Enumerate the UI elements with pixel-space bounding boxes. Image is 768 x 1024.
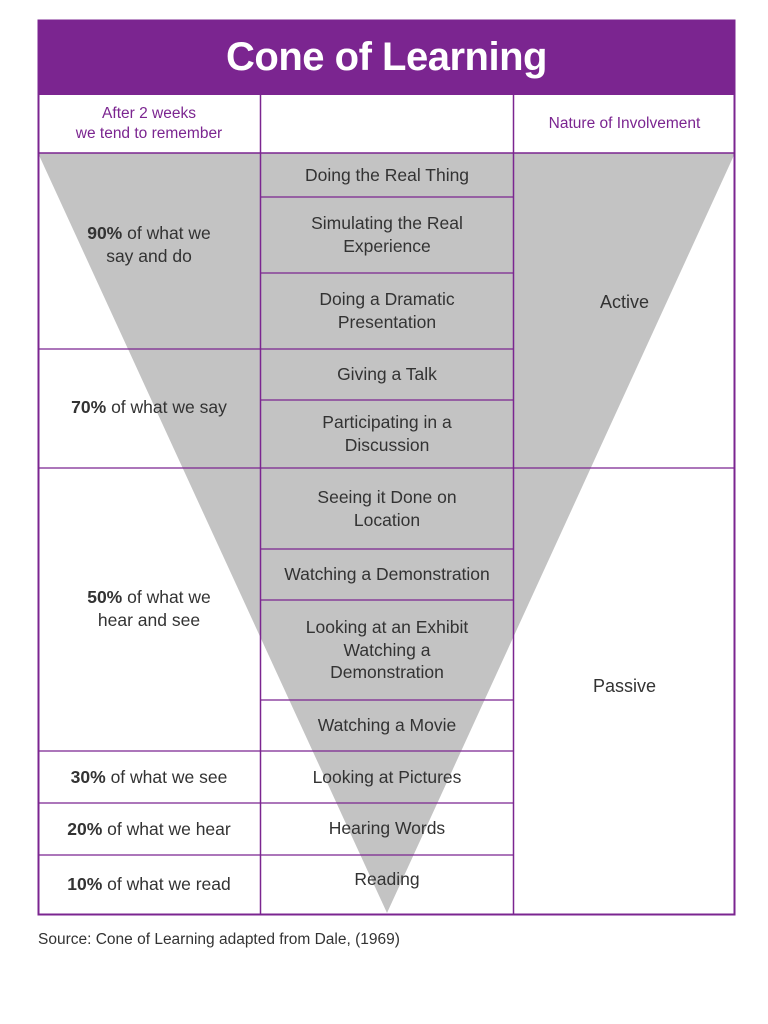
activity-2: Doing a Dramatic Presentation: [261, 273, 513, 349]
activity-10-line: Hearing Words: [328, 817, 446, 838]
activity-11-line: Reading: [354, 868, 420, 889]
activity-7-line: Demonstration: [330, 662, 444, 683]
activity-5: Seeing it Done on Location: [261, 468, 513, 549]
page-title: Cone of Learning: [38, 20, 735, 95]
retention-10-percent: 10%: [67, 874, 103, 895]
activity-0-line: Doing the Real Thing: [304, 164, 470, 185]
header-retention-line1: After 2 weeks: [102, 104, 196, 122]
activity-3: Giving a Talk: [261, 349, 513, 400]
activity-7-line: Looking at an Exhibit: [305, 616, 469, 637]
activity-5-line: Seeing it Done on: [317, 486, 457, 507]
activity-1-line: Simulating the Real: [311, 213, 463, 234]
retention-10: 10% of what we read: [38, 855, 260, 914]
retention-30-percent: 30%: [70, 766, 106, 787]
involvement-passive: Passive: [592, 675, 657, 696]
activity-9-line: Looking at Pictures: [312, 766, 462, 787]
involvement-active: Active: [599, 292, 650, 313]
retention-50: 50% of what we hear and see: [38, 468, 260, 751]
activity-8-line: Watching a Movie: [317, 715, 457, 736]
activity-3-line: Giving a Talk: [337, 364, 437, 385]
retention-50-percent: 50%: [87, 586, 123, 607]
activity-0: Doing the Real Thing: [261, 153, 513, 197]
activity-2-line: Presentation: [337, 312, 437, 332]
retention-70-text: of what we say: [106, 397, 227, 418]
retention-90-text: of what we: [122, 223, 211, 244]
retention-30-text: of what we see: [105, 766, 228, 787]
retention-50-line1: 50% of what we: [87, 586, 211, 609]
activity-4-line: Discussion: [344, 435, 430, 455]
activity-6-line: Watching a Demonstration: [284, 564, 490, 585]
retention-20-line1: 20% of what we hear: [67, 818, 230, 841]
activity-row-lines: [261, 196, 513, 856]
retention-30-line1: 30% of what we see: [71, 766, 228, 789]
activity-6: Watching a Demonstration: [261, 549, 513, 600]
retention-20-percent: 20%: [67, 818, 103, 839]
activity-10: Hearing Words: [261, 803, 513, 853]
activity-1: Simulating the Real Experience: [261, 197, 513, 273]
source-citation: Source: Cone of Learning adapted from Da…: [38, 931, 400, 948]
activity-11: Reading: [261, 855, 513, 903]
retention-50-text: of what we: [122, 586, 211, 607]
activity-8: Watching a Movie: [261, 700, 513, 751]
retention-20: 20% of what we hear: [38, 803, 260, 855]
activity-9: Looking at Pictures: [261, 751, 513, 803]
activity-4: Participating in a Discussion: [261, 400, 513, 468]
retention-70-line1: 70% of what we say: [71, 396, 227, 419]
cone-shape: [38, 153, 735, 913]
retention-90-line1: 90% of what we: [87, 222, 211, 245]
retention-90-percent: 90%: [87, 223, 123, 244]
retention-10-line1: 10% of what we read: [67, 873, 230, 896]
activity-2-line: Doing a Dramatic: [319, 289, 455, 310]
retention-10-text: of what we read: [102, 874, 231, 895]
header-retention-line2: we tend to remember: [75, 125, 223, 142]
activity-5-line: Location: [353, 509, 421, 530]
activity-1-line: Experience: [343, 236, 431, 256]
retention-70-percent: 70%: [71, 397, 107, 418]
header-retention: After 2 weeks we tend to remember: [38, 95, 260, 153]
retention-row-lines: [38, 348, 261, 856]
activity-7-line: Watching a: [343, 639, 431, 660]
activity-7: Looking at an Exhibit Watching a Demonst…: [261, 600, 513, 700]
retention-20-text: of what we hear: [102, 818, 231, 839]
header-involvement: Nature of Involvement: [548, 114, 701, 132]
activity-4-line: Participating in a: [322, 412, 452, 433]
retention-30: 30% of what we see: [38, 751, 260, 803]
retention-70: 70% of what we say: [38, 349, 260, 468]
retention-90: 90% of what we say and do: [38, 153, 260, 349]
retention-90-line2: say and do: [106, 246, 192, 266]
retention-50-line2: hear and see: [97, 609, 201, 630]
